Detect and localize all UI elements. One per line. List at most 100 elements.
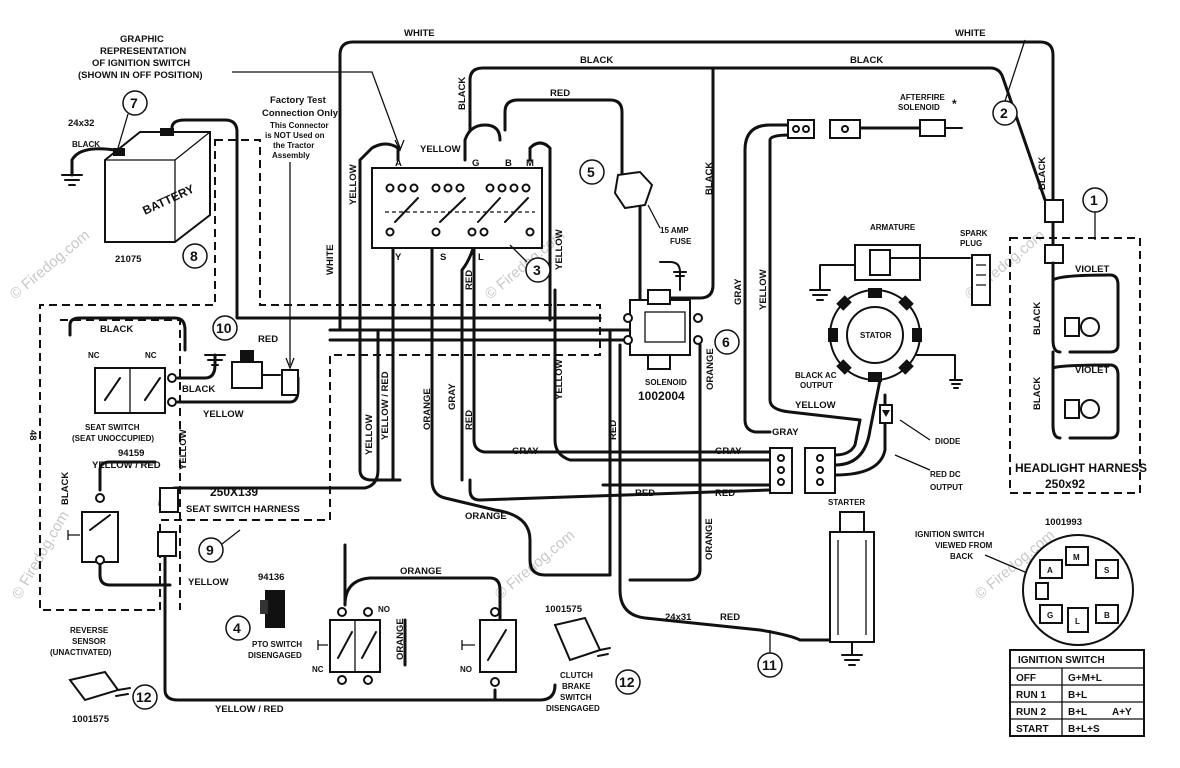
reverse-wire-2: [98, 553, 172, 587]
ignition-switch-back: 1001993 IGNITION SWITCH VIEWED FROM BACK…: [915, 517, 1134, 646]
switch-contacts: [385, 183, 535, 237]
battery-black-label: BLACK: [72, 140, 100, 149]
black-wire-top: [468, 66, 1047, 202]
component-10: [231, 350, 281, 389]
orange-wire-pto: [343, 543, 502, 622]
label-gray-horiz: GRAY: [512, 446, 539, 457]
solenoid: SOLENOID 1002004: [623, 261, 703, 403]
ign-back-b: B: [1104, 611, 1110, 620]
label-red-horiz-2: RED: [715, 488, 735, 499]
graphic-rep-1: GRAPHIC: [120, 34, 164, 45]
label-red-vert-3: RED: [608, 420, 619, 440]
label-white-vert: WHITE: [325, 244, 336, 275]
ign-row-2-circuit: B+L: [1068, 707, 1087, 718]
ign-table-title: IGNITION SWITCH: [1018, 655, 1105, 666]
label-black-top-right: BLACK: [850, 55, 883, 66]
terminal-a: A: [395, 158, 402, 169]
callout-10: 10: [212, 315, 238, 341]
clutch-part: 1001575: [545, 604, 583, 615]
pto-nc: NC: [312, 665, 324, 674]
main-connector: [769, 447, 836, 494]
gray-wire-stator: [743, 123, 792, 434]
ign-view-3: BACK: [950, 552, 973, 561]
seat-harness-label: SEAT SWITCH HARNESS: [186, 504, 300, 515]
afterfire-star: *: [952, 97, 957, 111]
label-black-vert-2: BLACK: [704, 162, 715, 195]
label-orange-vert: ORANGE: [422, 388, 433, 430]
headlight-harness: HEADLIGHT HARNESS 250x92: [1015, 199, 1147, 491]
terminal-s: S: [440, 252, 446, 263]
label-red-vert-2: RED: [464, 410, 475, 430]
terminal-b: B: [505, 158, 512, 169]
label-red-horiz: RED: [635, 488, 655, 499]
seat-nc-1: NC: [88, 351, 100, 360]
red-wire-fuse: [503, 98, 624, 177]
afterfire-solenoid: AFTERFIRE SOLENOID *: [787, 93, 963, 139]
pto-switch: 94136 PTO SWITCH DISENGAGED NO NC: [248, 572, 390, 685]
label-orange-vert-4: ORANGE: [395, 618, 406, 660]
gray-wire-l: [472, 243, 772, 454]
label-violet-2: VIOLET: [1075, 365, 1110, 376]
connector-out-3: [833, 393, 887, 477]
reverse-label-2: SENSOR: [72, 637, 106, 646]
reverse-part: 1001575: [72, 714, 110, 725]
label-orange-horiz-2: ORANGE: [400, 566, 442, 577]
harness-outlines: [39, 139, 1141, 611]
yellow-red-wire: [158, 328, 380, 507]
callout-12a: 12: [615, 669, 641, 695]
black-ac-label-1: BLACK AC: [795, 371, 837, 380]
ign-row-3-circuit: B+L+S: [1068, 724, 1100, 735]
label-black-seat-vert: BLACK: [60, 472, 71, 505]
terminal-l: L: [478, 252, 484, 263]
label-24x31: 24x31: [665, 612, 692, 623]
headlight-harness-label: HEADLIGHT HARNESS: [1015, 461, 1147, 475]
reverse-sensor: REVERSE SENSOR (UNACTIVATED) 1001575: [50, 493, 131, 725]
factory-sub-2: is NOT Used on: [265, 131, 325, 140]
test-connector: [281, 369, 299, 396]
yellow-wire-a: [358, 142, 402, 482]
terminal-g: G: [472, 158, 479, 169]
clutch-label-1: CLUTCH: [560, 671, 593, 680]
ign-row-3-pos: START: [1016, 724, 1049, 735]
spark-plug-label-2: PLUG: [960, 239, 982, 248]
callout-12b: 12: [132, 684, 158, 710]
graphic-rep-3: OF IGNITION SWITCH: [92, 58, 190, 69]
red-wire-long2: [468, 478, 772, 502]
white-wire-top: [338, 40, 1055, 332]
svg-text:9: 9: [206, 542, 214, 558]
clutch-label-2: BRAKE: [562, 682, 591, 691]
ign-row-2-extra: A+Y: [1112, 707, 1132, 718]
ign-loop-m: [528, 141, 552, 322]
battery-negative-cable: [70, 147, 117, 177]
reverse-label-3: (UNACTIVATED): [50, 648, 112, 657]
label-black-seat-top: BLACK: [100, 324, 133, 335]
callout-8: 8: [182, 243, 208, 269]
solenoid-part: 1002004: [638, 389, 685, 403]
factory-sub-1: This Connector: [270, 121, 329, 130]
reverse-wire: [98, 460, 157, 492]
yellow-wire-stator: [768, 133, 862, 422]
label-yellow-vert: YELLOW: [348, 164, 359, 205]
red-starter-wire: [618, 343, 832, 642]
callout-2: 2: [992, 39, 1026, 126]
orange-wire-solenoid: [628, 343, 702, 582]
battery: BATTERY 21075 24x32 BLACK: [61, 118, 211, 265]
connector-out-2: [833, 378, 882, 467]
label-red-vert: RED: [464, 270, 475, 290]
factory-sub-4: Assembly: [272, 151, 310, 160]
ignition-table: IGNITION SWITCH OFF G+M+L RUN 1 B+L RUN …: [1009, 649, 1145, 737]
label-red-top: RED: [550, 88, 570, 99]
clutch-label-4: DISENGAGED: [546, 704, 600, 713]
label-violet-1: VIOLET: [1075, 264, 1110, 275]
wire-labels: WHITE WHITE BLACK BLACK RED YELLOW BLACK…: [27, 28, 1110, 715]
svg-text:2: 2: [1000, 105, 1008, 121]
factory-test-line2: Connection Only: [262, 108, 339, 119]
seat-black-wire: [176, 353, 217, 380]
ign-back-a: A: [1047, 566, 1053, 575]
reverse-label-1: REVERSE: [70, 626, 109, 635]
ign-back-l: L: [1075, 617, 1080, 626]
afterfire-label-2: SOLENOID: [898, 103, 940, 112]
svg-text:12: 12: [619, 674, 635, 690]
pto-label-1: PTO SWITCH: [252, 640, 302, 649]
callout-11: 11: [757, 630, 783, 678]
